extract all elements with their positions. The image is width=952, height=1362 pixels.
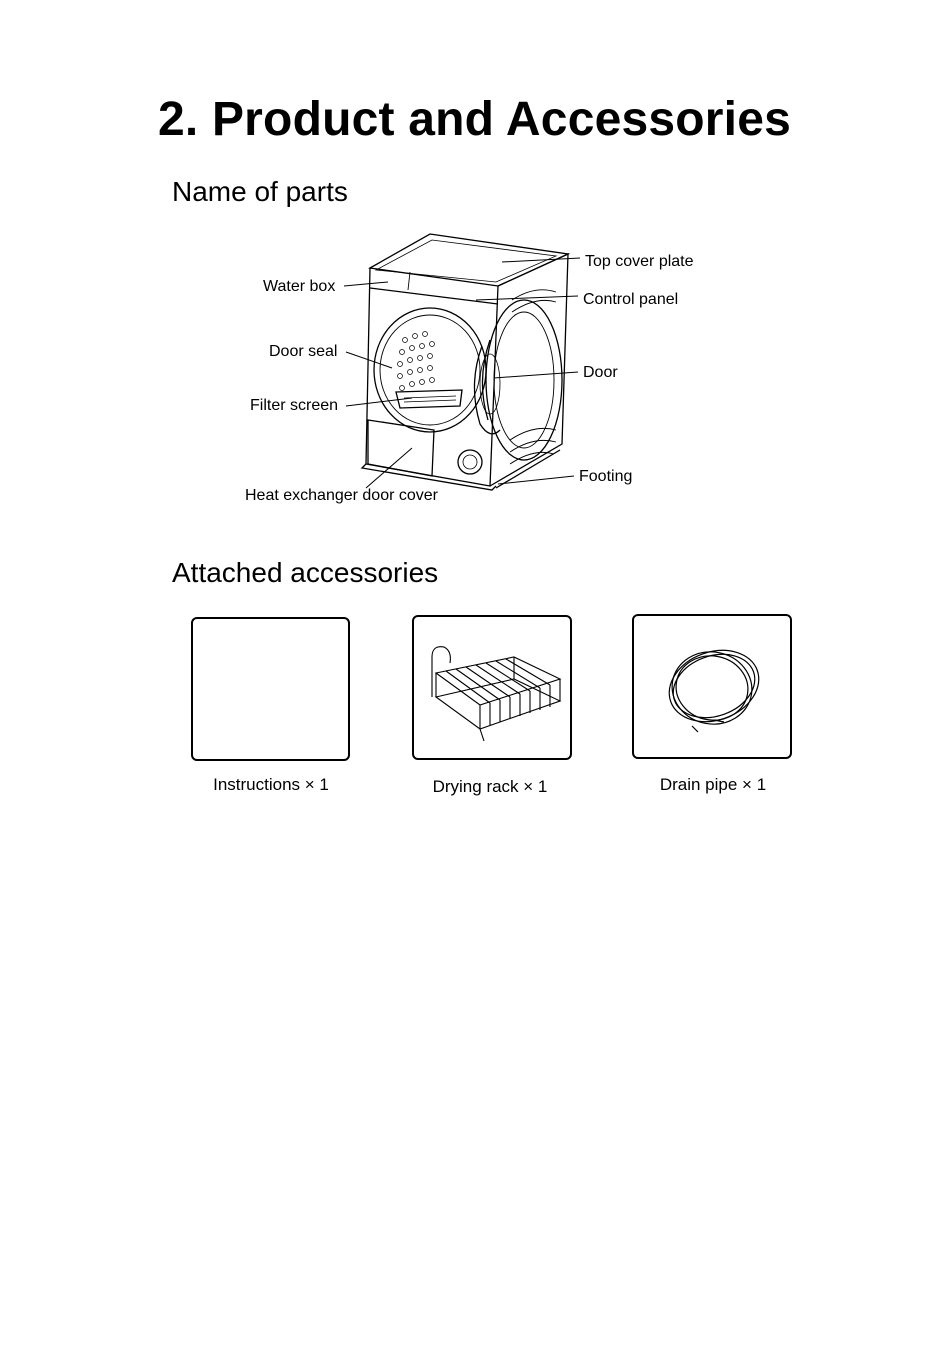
label-top-cover-plate: Top cover plate — [585, 253, 694, 271]
label-filter-screen: Filter screen — [250, 397, 338, 415]
label-door: Door — [583, 364, 618, 382]
accessory-instructions-box — [191, 617, 350, 761]
drain-pipe-icon — [634, 616, 790, 757]
accessory-instructions-label: Instructions × 1 — [171, 775, 371, 795]
label-footing: Footing — [579, 468, 632, 486]
accessory-drain-pipe-label: Drain pipe × 1 — [613, 775, 813, 795]
drying-rack-icon — [414, 617, 570, 758]
label-water-box: Water box — [263, 278, 335, 296]
label-door-seal: Door seal — [269, 343, 337, 361]
dryer-illustration — [0, 0, 952, 560]
section-heading-accessories: Attached accessories — [172, 557, 438, 589]
label-heat-exchanger-door-cover: Heat exchanger door cover — [245, 487, 438, 505]
accessory-drying-rack-label: Drying rack × 1 — [390, 777, 590, 797]
label-control-panel: Control panel — [583, 291, 678, 309]
accessory-drain-pipe-box — [632, 614, 792, 759]
accessory-drying-rack-box — [412, 615, 572, 760]
